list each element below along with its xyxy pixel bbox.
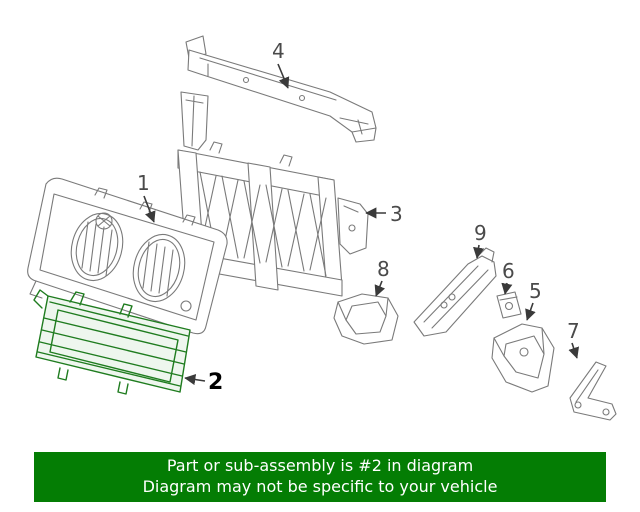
part-5-bracket[interactable] (491, 323, 555, 393)
callout-part-8[interactable]: 8 (374, 257, 390, 297)
part-9-label[interactable]: 9 (474, 221, 487, 245)
callout-part-4[interactable]: 4 (272, 39, 290, 89)
callout-part-2[interactable]: 2 (184, 370, 223, 395)
callout-part-6[interactable]: 6 (501, 259, 515, 295)
part-6-bracket[interactable] (496, 291, 522, 319)
part-1-label[interactable]: 1 (137, 171, 150, 195)
part-8-arrow (374, 280, 386, 297)
banner-line-2: Diagram may not be specific to your vehi… (142, 477, 498, 496)
part-6-arrow (501, 282, 513, 295)
part-8-label[interactable]: 8 (377, 257, 390, 281)
part-3-radiator-support[interactable] (177, 91, 369, 297)
part-9-arrow (473, 244, 485, 259)
part-4-upper-tie-bar[interactable] (185, 35, 377, 143)
banner-line-1: Part or sub-assembly is #2 in diagram (166, 456, 474, 475)
part-5-label[interactable]: 5 (529, 279, 542, 303)
part-1-grille[interactable] (27, 177, 228, 335)
part-9-bracket[interactable] (413, 247, 497, 337)
part-5-arrow (525, 302, 536, 321)
part-2-air-deflector-highlighted[interactable] (33, 289, 191, 395)
part-2-arrow (184, 374, 206, 386)
part-4-label[interactable]: 4 (272, 39, 285, 63)
part-8-air-duct[interactable] (333, 293, 399, 345)
callout-part-5[interactable]: 5 (525, 279, 542, 321)
callout-part-1[interactable]: 1 (137, 171, 156, 223)
part-4-arrow (277, 63, 290, 89)
callout-part-9[interactable]: 9 (473, 221, 487, 259)
diagram-notice-banner: Part or sub-assembly is #2 in diagram Di… (34, 452, 606, 502)
part-6-label[interactable]: 6 (502, 259, 515, 283)
part-7-arrow (568, 342, 580, 359)
callout-part-3[interactable]: 3 (365, 202, 403, 226)
part-2-label[interactable]: 2 (208, 370, 223, 395)
part-7-label[interactable]: 7 (567, 319, 580, 343)
part-7-bracket[interactable] (569, 361, 617, 421)
part-3-label[interactable]: 3 (390, 202, 403, 226)
callout-part-7[interactable]: 7 (567, 319, 580, 359)
part-1-arrow (143, 195, 156, 223)
